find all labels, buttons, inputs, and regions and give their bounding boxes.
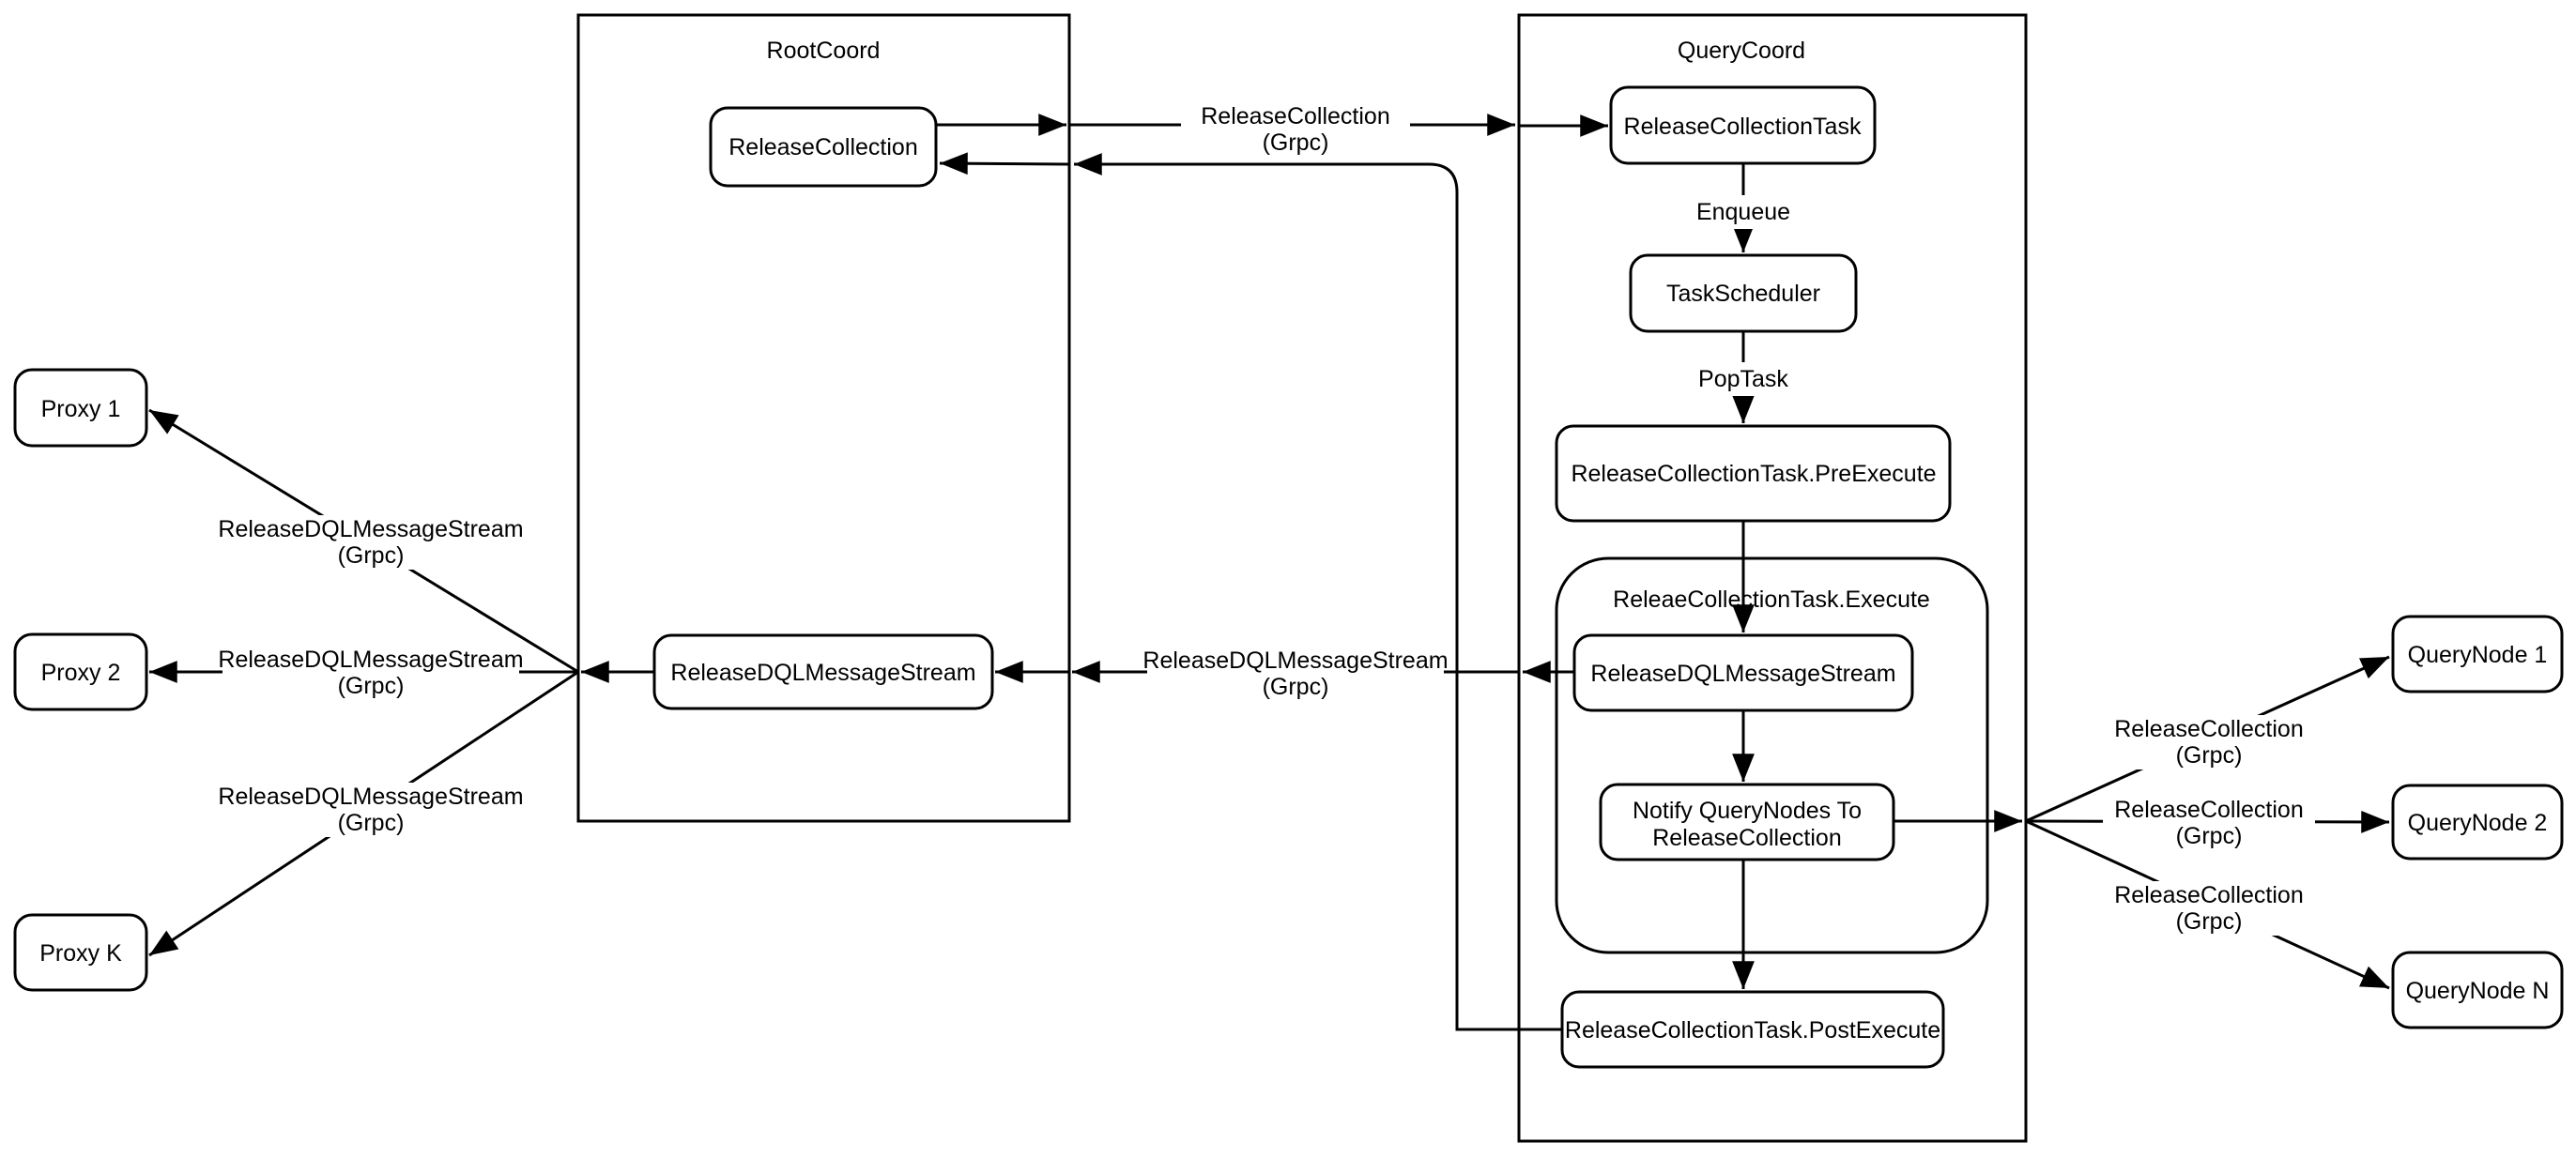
node-border — [1555, 424, 1952, 523]
edge-label-text: ReleaseDQLMessageStream — [218, 647, 523, 673]
edge-label-text: ReleaseCollection — [2114, 716, 2304, 742]
node-label: ReleaseCollectionTask.PostExecute — [1565, 1017, 1940, 1044]
node-border — [1572, 633, 1914, 712]
node-release-collection-task: ReleaseCollectionTask — [1609, 85, 1877, 165]
node-label: Proxy K — [39, 940, 122, 967]
label-bg — [2103, 715, 2315, 769]
node-label: ReleaseCollection — [1652, 825, 1842, 851]
node-proxy-1: Proxy 1 — [13, 368, 148, 448]
edge-label-text: (Grpc) — [338, 542, 405, 569]
edge-label-releasecollection-grpc-top: ReleaseCollection (Grpc) — [1181, 102, 1410, 157]
rootcoord-container: RootCoord — [576, 13, 1071, 823]
edge-label-text: (Grpc) — [338, 673, 405, 699]
edge-label-text: ReleaseDQLMessageStream — [1142, 647, 1448, 674]
node-label: ReleaseDQLMessageStream — [1590, 661, 1895, 687]
label-bg — [1181, 102, 1410, 157]
edge-label-text: (Grpc) — [1263, 674, 1329, 700]
node-post-execute: ReleaseCollectionTask.PostExecute — [1560, 990, 1945, 1069]
edge-label-text: PopTask — [1698, 366, 1788, 392]
node-proxy-2: Proxy 2 — [13, 632, 148, 711]
execute-group-border — [1555, 556, 1989, 954]
node-query-node-1: QueryNode 1 — [2391, 615, 2564, 693]
node-query-node-2: QueryNode 2 — [2391, 784, 2564, 861]
label-bg — [1693, 362, 1794, 396]
node-border — [1629, 253, 1858, 333]
node-border — [652, 633, 994, 710]
node-border — [2391, 951, 2564, 1029]
node-label: Proxy 2 — [41, 660, 121, 686]
edge-label-text: (Grpc) — [338, 810, 405, 836]
edge-label-text: ReleaseCollection — [2114, 882, 2304, 908]
querycoord-container-border — [1517, 13, 2028, 1143]
rootcoord-container-border — [576, 13, 1071, 823]
node-border — [709, 106, 938, 188]
edge-label-rc-grpc-qn2: ReleaseCollection (Grpc) — [2103, 796, 2315, 850]
execute-group-title: ReleaeCollectionTask.Execute — [1613, 586, 1930, 613]
node-border — [13, 632, 148, 711]
edge-label-poptask: PopTask — [1693, 362, 1794, 396]
edges — [148, 114, 2390, 1031]
edge-label-text: ReleaseCollection — [1201, 103, 1390, 129]
node-label: QueryNode 2 — [2408, 810, 2548, 836]
edge-postexecute-return — [1074, 153, 1562, 1031]
edge-label-text: (Grpc) — [2176, 823, 2243, 849]
rootcoord-title: RootCoord — [767, 38, 881, 64]
node-label: QueryNode N — [2406, 978, 2550, 1004]
edge-label-text: ReleaseDQLMessageStream — [218, 784, 523, 810]
querycoord-title: QueryCoord — [1678, 38, 1805, 64]
node-label: Proxy 1 — [41, 396, 121, 422]
label-bg — [2103, 881, 2315, 936]
edge-label-dql-grpc-proxyk: ReleaseDQLMessageStream (Grpc) — [218, 783, 524, 837]
node-border — [1609, 85, 1877, 165]
querycoord-container: QueryCoord — [1517, 13, 2028, 1143]
edge-label-text: ReleaseCollection — [2114, 797, 2304, 823]
label-bg — [222, 783, 519, 837]
edge-label-text: (Grpc) — [1263, 129, 1329, 156]
node-border — [1599, 783, 1895, 861]
label-bg — [222, 646, 519, 700]
node-release-collection: ReleaseCollection — [709, 106, 938, 188]
edge-label-dql-grpc-proxy2: ReleaseDQLMessageStream (Grpc) — [218, 646, 524, 700]
edge-return-to-releasecollection — [939, 152, 1070, 175]
edge-label-dql-grpc-mid: ReleaseDQLMessageStream (Grpc) — [1142, 647, 1449, 701]
edge-label-text: (Grpc) — [2176, 742, 2243, 769]
edge-labels: ReleaseCollection (Grpc) Enqueue PopTask… — [218, 102, 2315, 936]
node-label: TaskScheduler — [1666, 281, 1820, 307]
node-release-dql-execute: ReleaseDQLMessageStream — [1572, 633, 1914, 712]
edge-label-text: Enqueue — [1696, 199, 1790, 225]
node-proxy-k: Proxy K — [13, 913, 148, 992]
edge-label-rc-grpc-qn1: ReleaseCollection (Grpc) — [2103, 715, 2315, 769]
label-bg — [1147, 647, 1444, 701]
node-border — [13, 368, 148, 448]
node-label: ReleaseDQLMessageStream — [670, 660, 975, 686]
edge-label-rc-grpc-qnn: ReleaseCollection (Grpc) — [2103, 881, 2315, 936]
node-border — [2391, 615, 2564, 693]
node-task-scheduler: TaskScheduler — [1629, 253, 1858, 333]
edge-label-dql-grpc-proxy1: ReleaseDQLMessageStream (Grpc) — [218, 515, 524, 570]
execute-group-container: ReleaeCollectionTask.Execute — [1555, 556, 1989, 954]
label-bg — [1689, 195, 1798, 229]
node-query-node-n: QueryNode N — [2391, 951, 2564, 1029]
nodes: ReleaseCollection ReleaseCollectionTask … — [13, 85, 2564, 1069]
edge-label-enqueue: Enqueue — [1689, 195, 1798, 229]
node-label: ReleaseCollectionTask.PreExecute — [1571, 461, 1936, 487]
label-bg — [222, 515, 519, 570]
node-border — [2391, 784, 2564, 861]
edge-label-text: (Grpc) — [2176, 908, 2243, 935]
node-label: Notify QueryNodes To — [1633, 798, 1862, 824]
node-label: ReleaseCollectionTask — [1624, 114, 1862, 140]
node-label: ReleaseCollection — [728, 134, 918, 160]
label-bg — [2103, 796, 2315, 850]
edge-label-text: ReleaseDQLMessageStream — [218, 516, 523, 542]
node-border — [13, 913, 148, 992]
node-label: QueryNode 1 — [2408, 642, 2548, 668]
node-release-dql-root: ReleaseDQLMessageStream — [652, 633, 994, 710]
node-border — [1560, 990, 1945, 1069]
node-pre-execute: ReleaseCollectionTask.PreExecute — [1555, 424, 1952, 523]
node-notify-querynodes: Notify QueryNodes To ReleaseCollection — [1599, 783, 1895, 861]
